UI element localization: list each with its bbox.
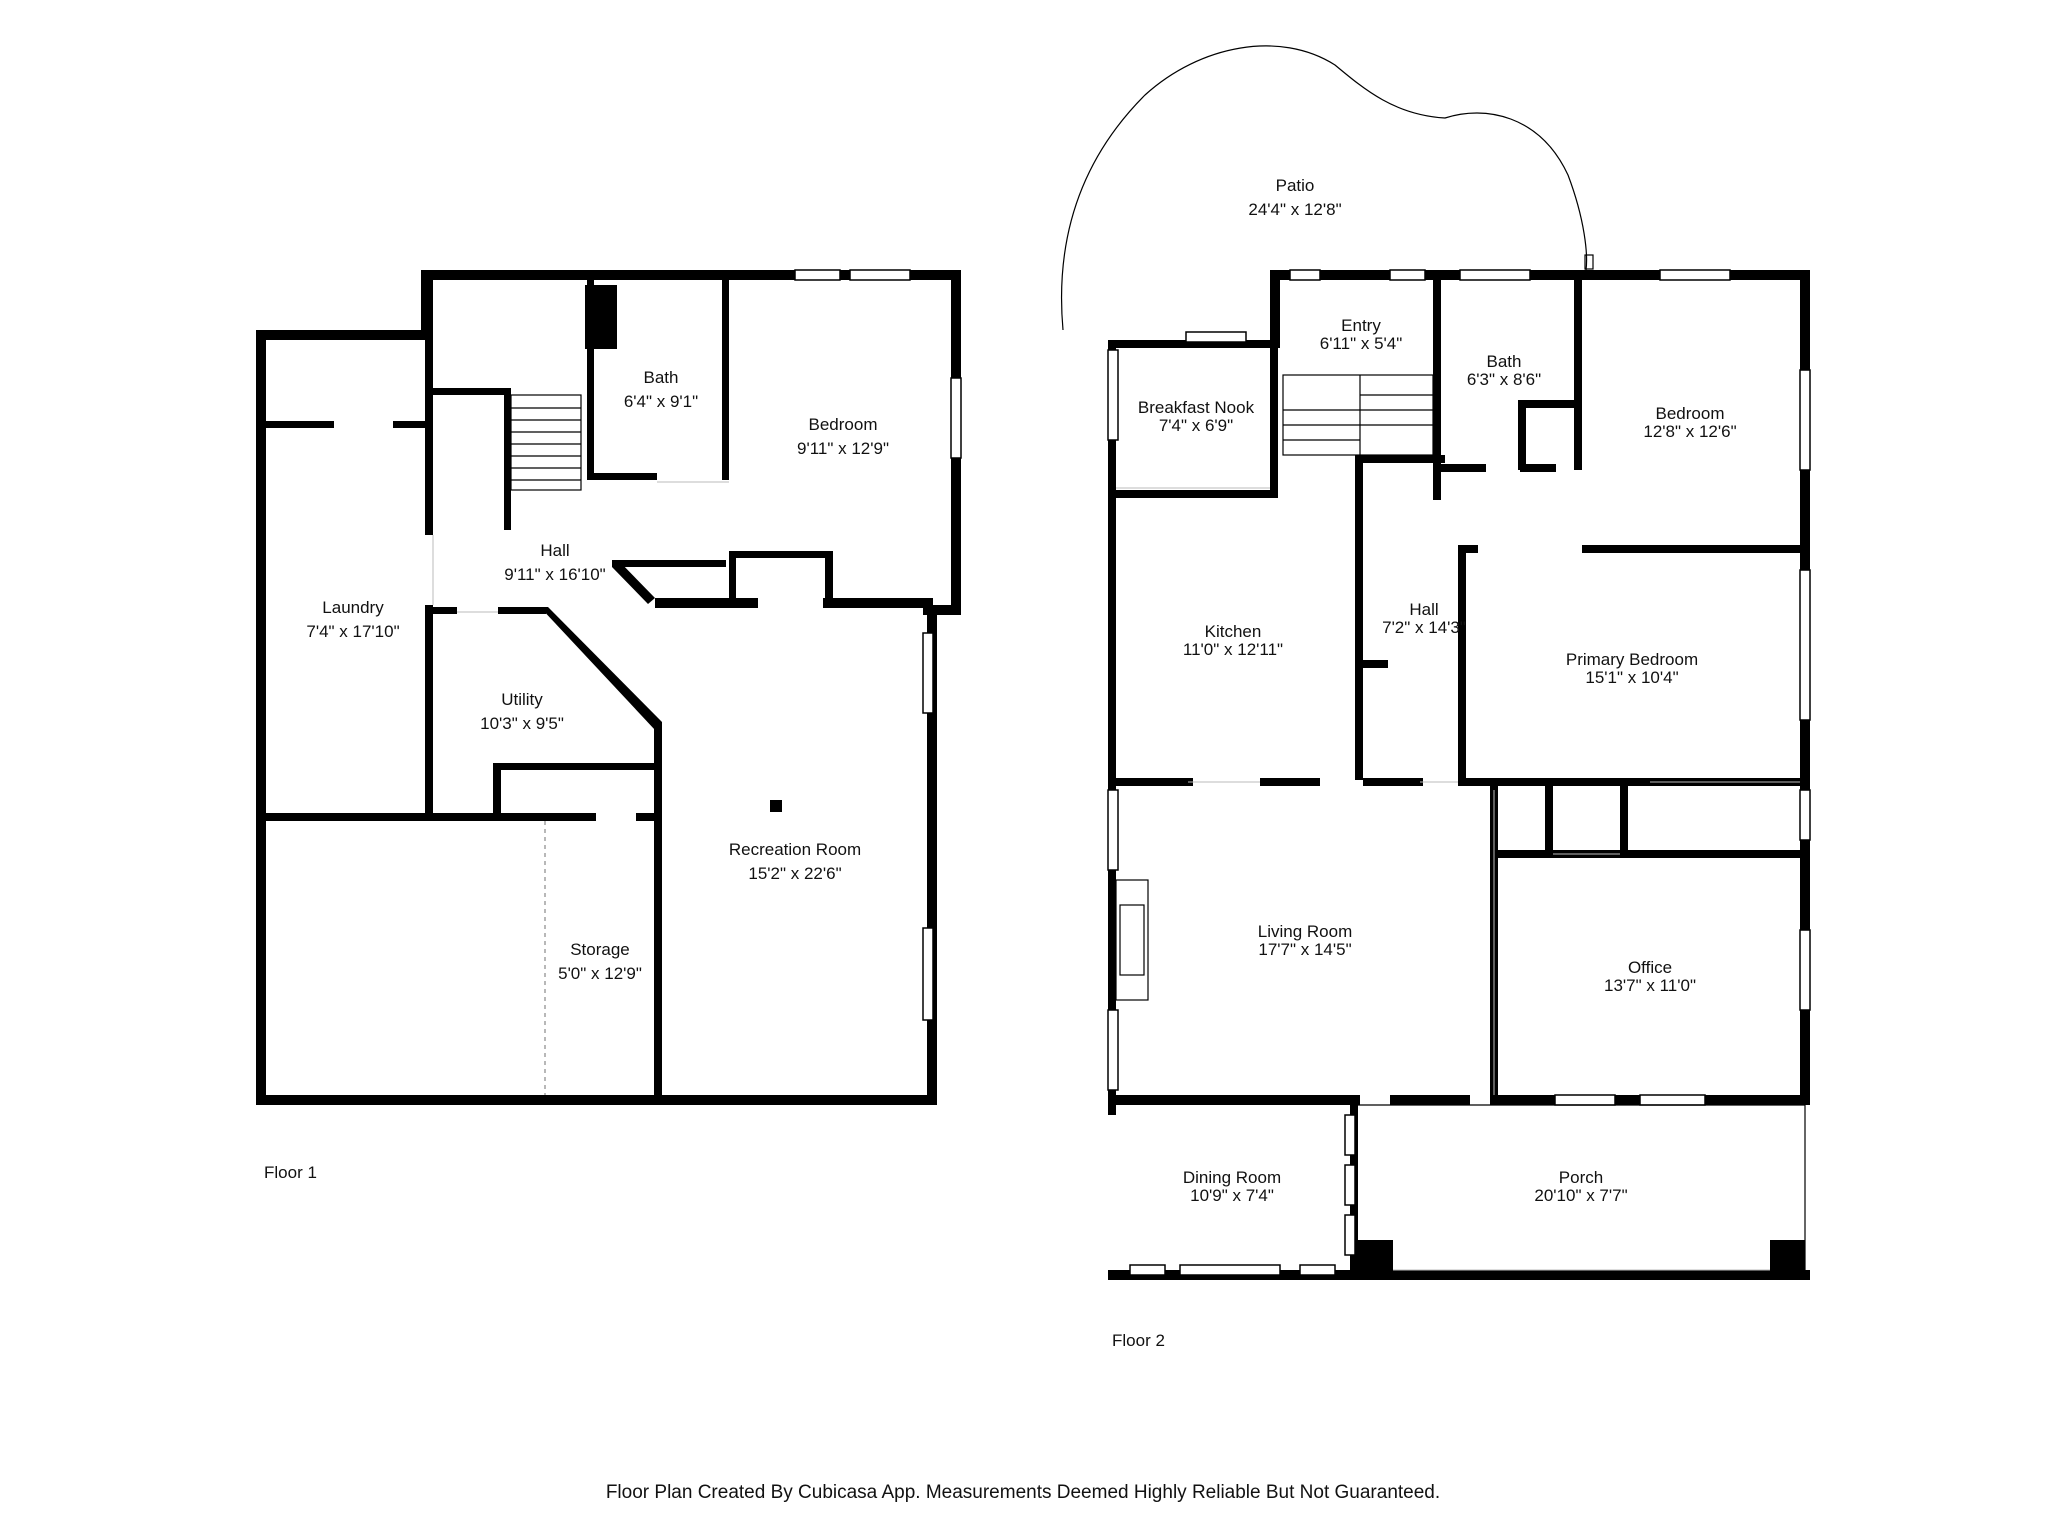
room-name-f2-entry: Entry xyxy=(1341,316,1381,335)
room-name-f1-storage: Storage xyxy=(570,940,630,959)
room-dims-f2-living-room: 17'7" x 14'5" xyxy=(1258,940,1351,959)
room-dims-f2-primary-bedroom: 15'1" x 10'4" xyxy=(1585,668,1678,687)
room-dims-f2-bedroom: 12'8" x 12'6" xyxy=(1643,422,1736,441)
floor-2-labels: Patio 24'4" x 12'8" Entry 6'11" x 5'4" B… xyxy=(1112,176,1737,1350)
room-dims-f2-office: 13'7" x 11'0" xyxy=(1604,976,1696,995)
room-name-f1-utility: Utility xyxy=(501,690,543,709)
room-dims-f1-bath: 6'4" x 9'1" xyxy=(624,392,698,411)
room-name-f2-hall: Hall xyxy=(1409,600,1438,619)
room-dims-f1-utility: 10'3" x 9'5" xyxy=(480,714,564,733)
room-name-f2-breakfast-nook: Breakfast Nook xyxy=(1138,398,1255,417)
room-dims-f2-porch: 20'10" x 7'7" xyxy=(1534,1186,1627,1205)
room-name-f2-kitchen: Kitchen xyxy=(1205,622,1262,641)
room-dims-f2-dining-room: 10'9" x 7'4" xyxy=(1190,1186,1274,1205)
room-name-f2-office: Office xyxy=(1628,958,1672,977)
room-dims-f1-laundry: 7'4" x 17'10" xyxy=(306,622,399,641)
room-name-f2-dining-room: Dining Room xyxy=(1183,1168,1281,1187)
fireplace xyxy=(1115,879,1149,1001)
floor-1-labels: Bath 6'4" x 9'1" Bedroom 9'11" x 12'9" H… xyxy=(264,368,889,1182)
room-name-f1-bath: Bath xyxy=(644,368,679,387)
floor-2-label: Floor 2 xyxy=(1112,1331,1165,1350)
room-dims-f2-hall: 7'2" x 14'3" xyxy=(1382,618,1466,637)
room-dims-f1-bedroom: 9'11" x 12'9" xyxy=(797,439,889,458)
room-dims-f2-bath: 6'3" x 8'6" xyxy=(1467,370,1541,389)
floor-2-plan xyxy=(1060,45,1811,1280)
room-name-f1-bedroom: Bedroom xyxy=(809,415,878,434)
room-name-f1-recreation-room: Recreation Room xyxy=(729,840,861,859)
room-dims-f2-kitchen: 11'0" x 12'11" xyxy=(1183,640,1283,659)
room-dims-f1-storage: 5'0" x 12'9" xyxy=(558,964,642,983)
room-name-f2-primary-bedroom: Primary Bedroom xyxy=(1566,650,1698,669)
room-name-f2-bedroom: Bedroom xyxy=(1656,404,1725,423)
room-name-f2-porch: Porch xyxy=(1559,1168,1603,1187)
floor-1-stairs xyxy=(510,394,582,491)
room-name-f2-living-room: Living Room xyxy=(1258,922,1353,941)
room-dims-f1-hall: 9'11" x 16'10" xyxy=(504,565,605,584)
room-name-f1-laundry: Laundry xyxy=(322,598,384,617)
room-dims-f2-patio: 24'4" x 12'8" xyxy=(1248,200,1341,219)
footer-disclaimer: Floor Plan Created By Cubicasa App. Meas… xyxy=(606,1482,1440,1503)
room-dims-f2-breakfast-nook: 7'4" x 6'9" xyxy=(1159,416,1233,435)
room-dims-f1-recreation-room: 15'2" x 22'6" xyxy=(748,864,841,883)
room-name-f2-bath: Bath xyxy=(1487,352,1522,371)
floor-1-label: Floor 1 xyxy=(264,1163,317,1182)
patio-outline xyxy=(1060,45,1588,331)
floor-1-plan xyxy=(256,269,962,1105)
room-name-f2-patio: Patio xyxy=(1276,176,1315,195)
room-name-f1-hall: Hall xyxy=(540,541,569,560)
floor-2-stairs xyxy=(1282,374,1434,456)
room-dims-f2-entry: 6'11" x 5'4" xyxy=(1320,334,1403,353)
